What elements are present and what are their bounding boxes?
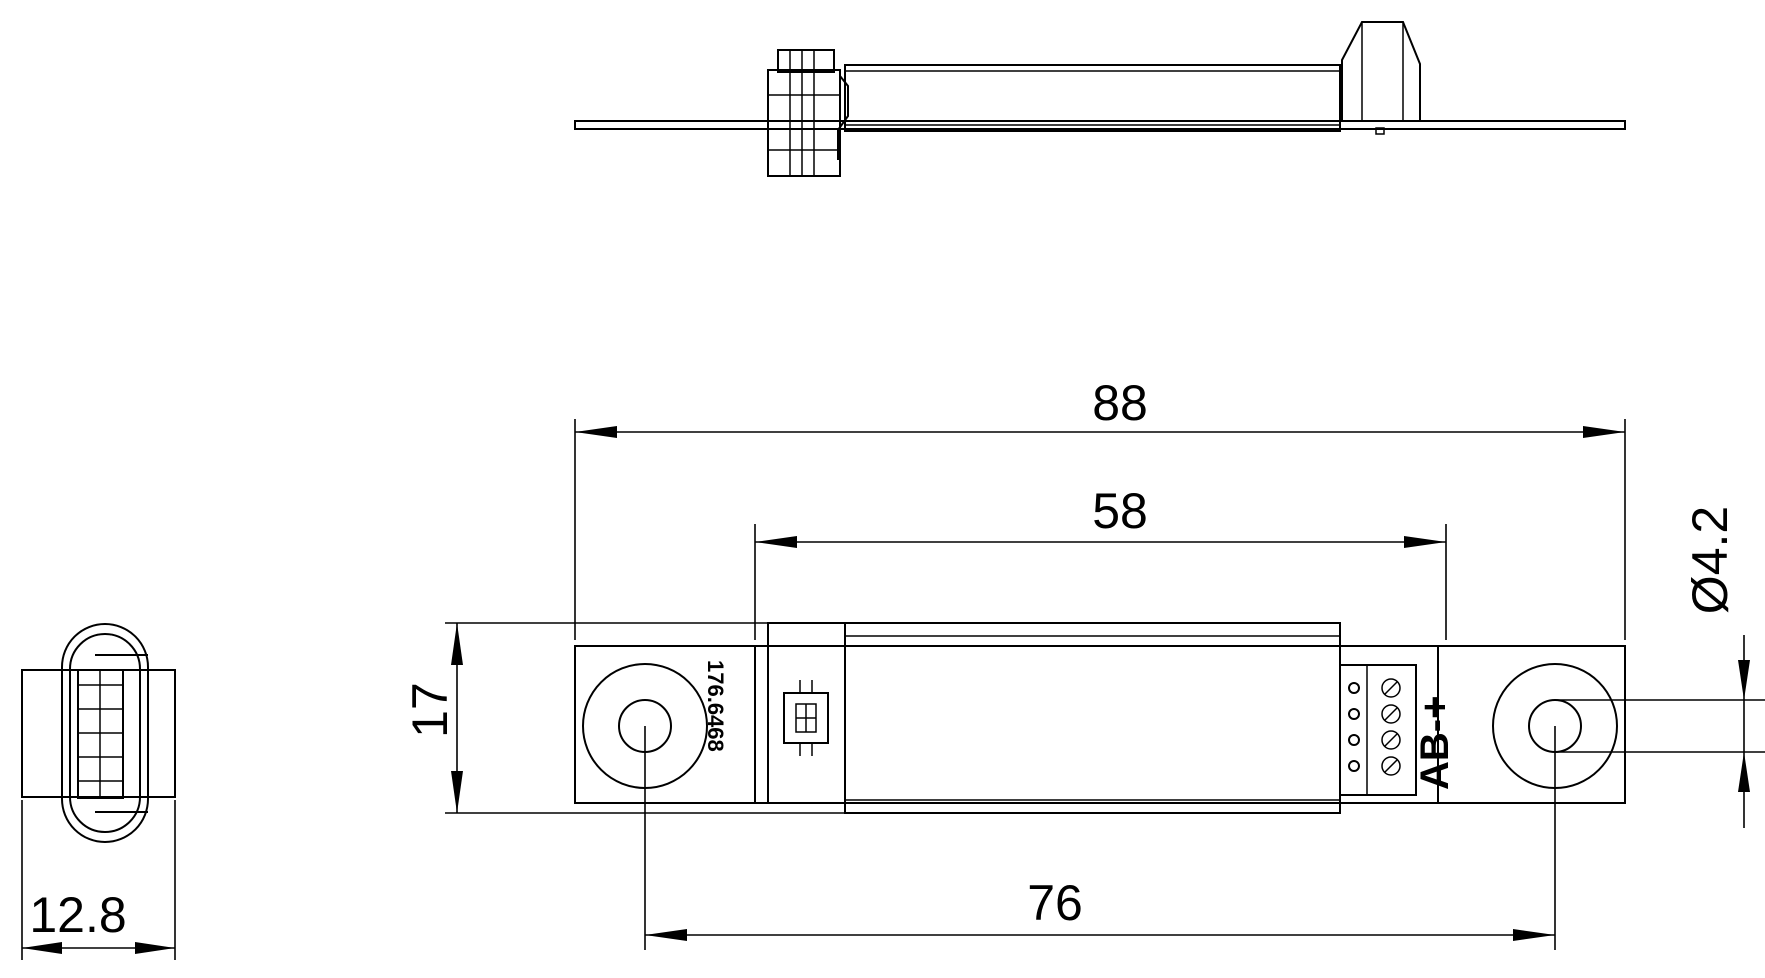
side-view: [574, 21, 1626, 177]
dimension-lines: [445, 419, 1765, 950]
dim-overall-length-label: 88: [1092, 375, 1148, 431]
dim-height-label: 17: [402, 682, 458, 738]
end-view: [21, 623, 176, 960]
dim-housing-length-label: 58: [1092, 483, 1148, 539]
dim-hole-spacing-label: 76: [1027, 875, 1083, 931]
dim-hole-diameter-label: Ø4.2: [1682, 506, 1738, 614]
dim-width-label: 12.8: [29, 887, 126, 943]
part-number-marking: 176.6468: [703, 660, 728, 752]
polarity-marking: AB-+: [1413, 696, 1457, 790]
front-view: [574, 622, 1626, 814]
